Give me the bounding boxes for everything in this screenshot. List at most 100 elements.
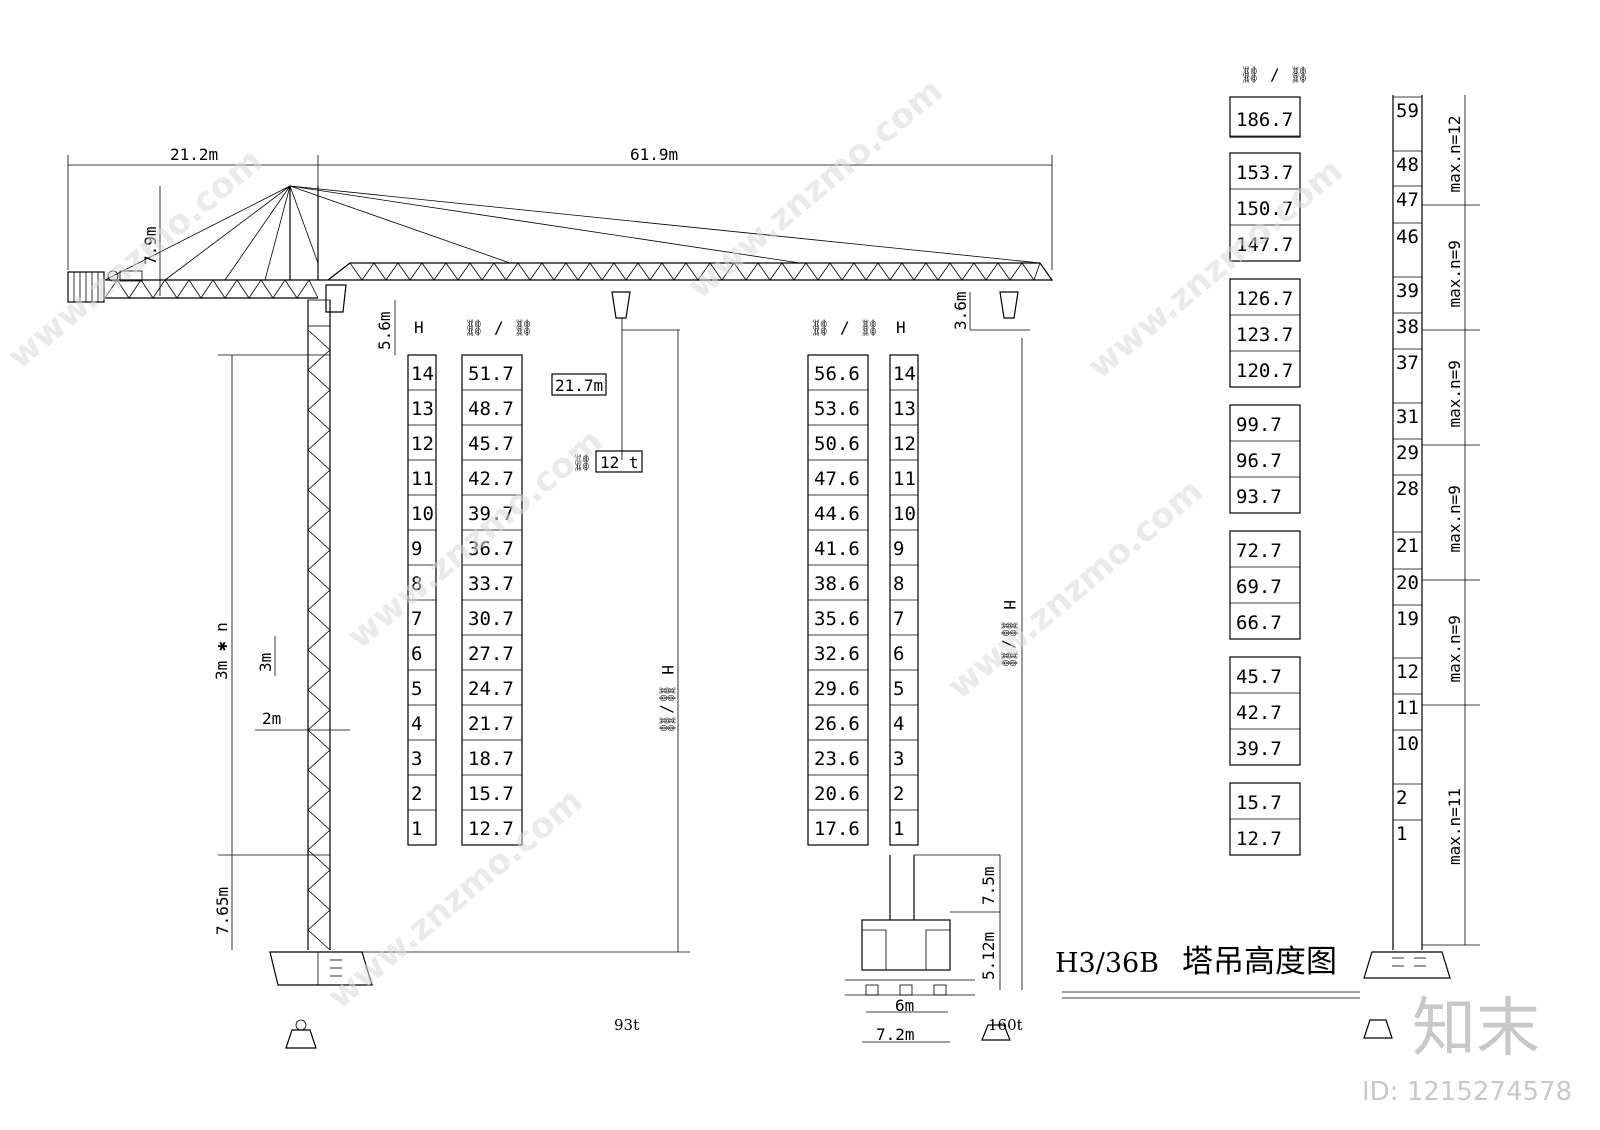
value-cell: 96.7 xyxy=(1236,450,1282,472)
mast-number: 38 xyxy=(1396,316,1419,338)
svg-text:www.znzmo.com: www.znzmo.com xyxy=(680,71,950,307)
mast-number: 29 xyxy=(1396,442,1419,464)
h-formula-left: H ⛓/⛓ xyxy=(658,665,677,735)
h-cell: 3 xyxy=(411,748,422,770)
value-cell: 45.7 xyxy=(468,433,514,455)
base-width-2: 7.2m xyxy=(876,1025,915,1044)
value-cell: 93.7 xyxy=(1236,486,1282,508)
h-cell: 3 xyxy=(893,748,904,770)
svg-text:www.znzmo.com: www.znzmo.com xyxy=(0,141,270,377)
value-cell: 12.7 xyxy=(1236,828,1282,850)
value-cell: 39.7 xyxy=(1236,738,1282,760)
value-cell: 51.7 xyxy=(468,363,514,385)
segment-label: max.n=9 xyxy=(1445,615,1464,682)
mast-width-dim: 2m xyxy=(262,709,281,728)
h-cell: 6 xyxy=(411,643,422,665)
h-cell: 2 xyxy=(893,783,904,805)
h-cell: 5 xyxy=(411,678,422,700)
trolley-dist: 21.7m xyxy=(555,376,603,395)
h-cell: 4 xyxy=(411,713,422,735)
base-height-dim: 7.65m xyxy=(213,887,232,935)
hook-gap-dim: 5.6m xyxy=(375,311,394,350)
weight-2: 160t xyxy=(988,1016,1023,1034)
h-cell: 13 xyxy=(893,398,916,420)
value-cell: 36.7 xyxy=(468,538,514,560)
load-value: 12 t xyxy=(600,453,639,472)
value-cell: 42.7 xyxy=(1236,702,1282,724)
value-cell: 32.6 xyxy=(814,643,860,665)
svg-text:www.znzmo.com: www.znzmo.com xyxy=(1080,151,1350,387)
segment-label: max.n=12 xyxy=(1445,115,1464,192)
h-cell: 7 xyxy=(893,608,904,630)
h-cell: 13 xyxy=(411,398,434,420)
crane-jib: 21.2m 61.9m 7.9m xyxy=(67,145,1054,313)
mast-number: 20 xyxy=(1396,572,1419,594)
mast-column: 5948474639383731292821201912111021max.n=… xyxy=(1363,95,1480,979)
mast-number: 10 xyxy=(1396,733,1419,755)
segment-label: max.n=9 xyxy=(1445,360,1464,427)
value-cell: 35.6 xyxy=(814,608,860,630)
mast-number: 28 xyxy=(1396,478,1419,500)
trolley-hook: 21.7m ⛓ 12 t H ⛓/⛓ xyxy=(551,291,680,952)
value-cell: 15.7 xyxy=(468,783,514,805)
value-cell: 66.7 xyxy=(1236,612,1282,634)
value-cell: 45.7 xyxy=(1236,666,1282,688)
h-header: H xyxy=(414,318,424,337)
value-cell: 27.7 xyxy=(468,643,514,665)
left-mast: 5.6m 3m ✱ n 3m 2m 7.65m xyxy=(212,299,690,986)
h-cell: 1 xyxy=(411,818,422,840)
h-cell: 11 xyxy=(411,468,434,490)
value-cell: 20.6 xyxy=(814,783,860,805)
right-mast: 6m 7.2m 7.5m 5.12m 3.6m H ⛓/⛓ xyxy=(845,291,1030,1044)
h-cell: 4 xyxy=(893,713,904,735)
mast-number: 21 xyxy=(1396,535,1419,557)
value-cell: 17.6 xyxy=(814,818,860,840)
value-cell: 29.6 xyxy=(814,678,860,700)
h-cell: 9 xyxy=(893,538,904,560)
mast-number: 37 xyxy=(1396,352,1419,374)
mast-number: 19 xyxy=(1396,608,1419,630)
jib-dim: 61.9m xyxy=(630,145,678,164)
value-cell: 69.7 xyxy=(1236,576,1282,598)
model-name: H3/36B xyxy=(1055,948,1159,979)
mast-number: 47 xyxy=(1396,189,1419,211)
value-cell: 38.6 xyxy=(814,573,860,595)
watermark: www.znzmo.com www.znzmo.com www.znzmo.co… xyxy=(0,71,1350,1017)
value-cell: 147.7 xyxy=(1236,234,1293,256)
value-cell: 18.7 xyxy=(468,748,514,770)
weight-1: 93t xyxy=(614,1016,639,1034)
value-cell: 153.7 xyxy=(1236,162,1293,184)
mast-number: 31 xyxy=(1396,406,1419,428)
h-cell: 12 xyxy=(893,433,916,455)
title-block: H3/36B 塔吊高度图 xyxy=(1055,944,1360,999)
h-cell: 6 xyxy=(893,643,904,665)
h-cell: 1 xyxy=(893,818,904,840)
value-cell: 33.7 xyxy=(468,573,514,595)
mast-number: 39 xyxy=(1396,280,1419,302)
mast-number: 1 xyxy=(1396,823,1407,845)
mast-number: 48 xyxy=(1396,154,1419,176)
h-cell: 10 xyxy=(411,503,434,525)
h-cell: 8 xyxy=(893,573,904,595)
base-width-1: 6m xyxy=(895,996,914,1015)
svg-text:www.znzmo.com: www.znzmo.com xyxy=(940,471,1210,707)
table-mid: H⛓ / ⛓1456.61353.61250.61147.61044.6941.… xyxy=(807,318,919,846)
mast-number: 59 xyxy=(1396,100,1419,122)
segment-label: max.n=11 xyxy=(1445,788,1464,865)
mast-number: 46 xyxy=(1396,226,1419,248)
value-cell: 150.7 xyxy=(1236,198,1293,220)
value-cell: 39.7 xyxy=(468,503,514,525)
hook-gap-right: 3.6m xyxy=(951,291,970,330)
mast-number: 2 xyxy=(1396,787,1407,809)
value-cell: 24.7 xyxy=(468,678,514,700)
base-right-1: 7.5m xyxy=(979,866,998,905)
h-cell: 11 xyxy=(893,468,916,490)
weight-icon xyxy=(285,1019,1393,1049)
value-cell: 123.7 xyxy=(1236,324,1293,346)
value-cell: 48.7 xyxy=(468,398,514,420)
value-cell: 12.7 xyxy=(468,818,514,840)
value-header: ⛓ / ⛓ xyxy=(464,318,534,337)
h-cell: 8 xyxy=(411,573,422,595)
